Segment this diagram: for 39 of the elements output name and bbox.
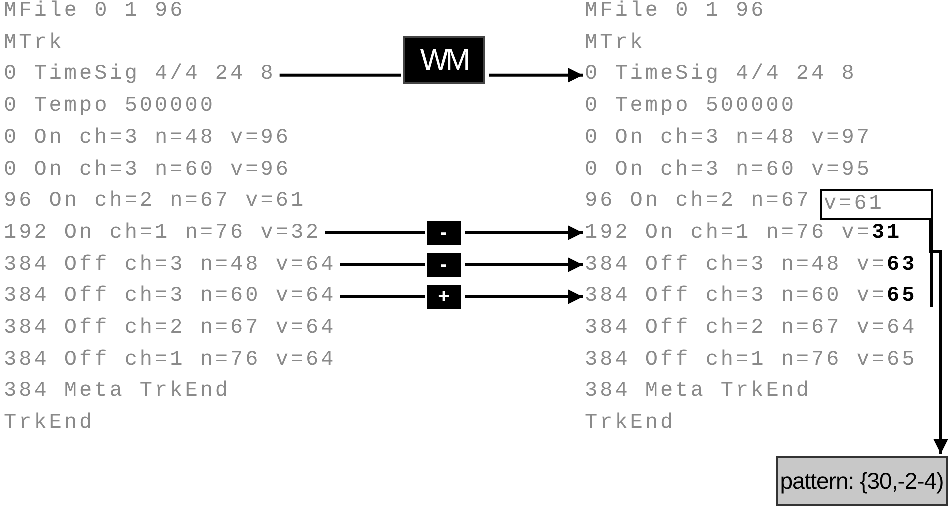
code-line: 384 Off ch=1 n=76 v=65 xyxy=(585,346,918,376)
highlight-box: v=61 xyxy=(820,189,933,220)
code-line: TrkEnd xyxy=(4,409,95,440)
code-line: 0 TimeSig 4/4 24 8 xyxy=(585,60,857,90)
code-line: 384 Off ch=3 n=48 v=63 xyxy=(585,250,918,281)
code-line: MFile 0 1 96 xyxy=(4,0,186,27)
operation-box: + xyxy=(427,285,461,309)
code-line: 192 On ch=1 n=76 v=31 xyxy=(585,218,902,249)
arrow xyxy=(465,226,583,240)
code-line: 0 On ch=3 n=60 v=95 xyxy=(585,156,872,186)
code-line: 96 On ch=2 n=67 v=61 xyxy=(4,187,306,218)
code-line: 0 TimeSig 4/4 24 8 xyxy=(4,60,276,90)
code-line: 384 Meta TrkEnd xyxy=(4,377,231,408)
code-line: 0 On ch=3 n=60 v=96 xyxy=(4,156,291,186)
code-line: 384 Off ch=2 n=67 v=64 xyxy=(4,314,336,344)
code-line: 0 Tempo 500000 xyxy=(4,92,216,122)
code-line: 192 On ch=1 n=76 v=32 xyxy=(4,218,322,249)
code-line: 384 Off ch=2 n=67 v=64 xyxy=(585,314,918,344)
code-line: 96 On ch=2 n=67 xyxy=(585,187,812,218)
arrow xyxy=(465,258,583,272)
code-line: 384 Off ch=3 n=48 v=64 xyxy=(4,250,336,281)
result-box: pattern: {30,-2-4) xyxy=(776,456,948,506)
code-line: 384 Off ch=3 n=60 v=65 xyxy=(585,282,918,312)
process-box: WM xyxy=(403,36,485,84)
code-line: MFile 0 1 96 xyxy=(585,0,766,27)
code-line: TrkEnd xyxy=(585,409,676,440)
operation-box: - xyxy=(427,253,461,277)
code-line: MTrk xyxy=(4,28,64,59)
code-line: 0 On ch=3 n=48 v=97 xyxy=(585,124,872,154)
arrow xyxy=(930,220,948,454)
code-line: 384 Off ch=3 n=60 v=64 xyxy=(4,282,336,312)
operation-box: - xyxy=(427,221,461,245)
code-line: 0 Tempo 500000 xyxy=(585,92,796,122)
arrow xyxy=(465,290,583,304)
arrow xyxy=(489,68,583,83)
code-line: 0 On ch=3 n=48 v=96 xyxy=(4,124,291,154)
code-line: 384 Meta TrkEnd xyxy=(585,377,812,408)
code-line: 384 Off ch=1 n=76 v=64 xyxy=(4,346,336,376)
code-line: MTrk xyxy=(585,28,646,59)
